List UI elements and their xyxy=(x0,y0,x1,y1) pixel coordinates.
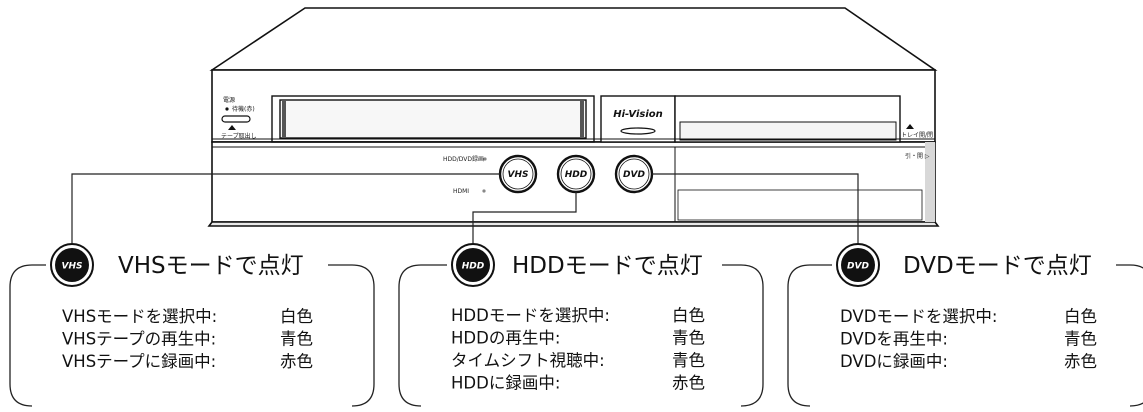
panel-frame xyxy=(398,264,764,407)
hdd-mode-icon: HDD xyxy=(451,243,495,287)
panel-frame xyxy=(787,264,1143,407)
panel-title: VHSモードで点灯 xyxy=(118,253,304,279)
status-row-value: 白色 xyxy=(1064,307,1097,326)
front-lid xyxy=(677,189,923,221)
tray-eject-icon[interactable] xyxy=(906,124,914,129)
status-row-label: HDDの再生中: xyxy=(451,329,560,348)
status-row-label: HDDモードを選択中: xyxy=(451,306,610,325)
vhs-mode-button[interactable]: VHS xyxy=(498,154,538,194)
vhs-slot-left-hinge xyxy=(282,101,286,137)
status-row-label: DVDを再生中: xyxy=(840,330,948,349)
status-row-value: 赤色 xyxy=(672,374,705,393)
vhs-leader-line xyxy=(71,173,500,243)
vhs-slot-right-hinge xyxy=(580,101,584,137)
panel-title: DVDモードで点灯 xyxy=(903,253,1092,279)
status-row-value: 赤色 xyxy=(280,352,313,371)
status-row-label: DVDモードを選択中: xyxy=(840,307,997,326)
mode-buttons: VHS HDD DVD xyxy=(498,154,654,194)
panel-frame xyxy=(9,264,375,407)
vhs-mode-button-label: VHS xyxy=(508,170,529,180)
vhs-slot-door xyxy=(279,99,587,139)
status-row-value: 赤色 xyxy=(1064,352,1097,371)
brand-block: Hi-Vision xyxy=(600,95,676,143)
status-row-value: 白色 xyxy=(280,307,313,326)
hdd-dvd-switch-label: HDD/DVD録画 xyxy=(443,155,484,163)
power-button[interactable] xyxy=(221,115,251,123)
status-row: DVDに録画中: 赤色 xyxy=(840,352,1097,371)
mode-icon-label: DVD xyxy=(847,262,869,272)
status-row: DVDを再生中: 青色 xyxy=(840,330,1097,349)
status-row-value: 青色 xyxy=(1064,330,1097,349)
status-row: HDDモードを選択中: 白色 xyxy=(451,306,705,325)
status-row-value: 白色 xyxy=(672,306,705,325)
dvd-tray: トレイ開/閉 xyxy=(674,95,933,143)
hdd-leader-line xyxy=(472,192,577,243)
status-row-label: VHSテープの再生中: xyxy=(62,330,216,349)
dvd-leader-line xyxy=(652,173,859,243)
status-row-value: 青色 xyxy=(280,330,313,349)
lower-panel-details: HDD/DVD録画 HDMI 引・開 ▷ xyxy=(212,146,930,222)
vhs-slot-frame xyxy=(271,95,595,143)
tape-eject-icon[interactable] xyxy=(228,125,236,130)
brand-label: Hi-Vision xyxy=(613,109,663,120)
disc-logo-icon xyxy=(620,127,656,135)
status-row: HDDに録画中: 赤色 xyxy=(451,374,705,393)
standby-label: 待機(赤) xyxy=(232,105,255,113)
power-area: 電源 待機(赤) テープ取出し xyxy=(221,96,257,140)
panel-title: HDDモードで点灯 xyxy=(512,253,703,279)
dvd-mode-icon: DVD xyxy=(836,243,880,287)
dvd-mode-button[interactable]: DVD xyxy=(614,154,654,194)
dvd-tray-face xyxy=(679,121,897,141)
vhs-slot xyxy=(271,95,595,143)
vhs-mode-icon: VHS xyxy=(50,243,94,287)
tape-eject-label: テープ取出し xyxy=(221,132,257,140)
status-row: VHSテープの再生中: 青色 xyxy=(62,330,313,349)
status-row: VHSテープに録画中: 赤色 xyxy=(62,352,313,371)
status-row: HDDの再生中: 青色 xyxy=(451,329,705,348)
tray-label: トレイ開/閉 xyxy=(901,132,933,139)
leader-lines xyxy=(71,173,859,243)
mode-icon-label: VHS xyxy=(62,262,83,272)
mode-icon-label: HDD xyxy=(462,262,485,272)
hdd-mode-button-label: HDD xyxy=(565,170,588,180)
hdd-mode-button[interactable]: HDD xyxy=(556,154,596,194)
status-row: DVDモードを選択中: 白色 xyxy=(840,307,1097,326)
hdmi-label: HDMI xyxy=(453,188,469,195)
hdmi-led xyxy=(482,189,486,193)
standby-led xyxy=(225,107,229,111)
status-row-label: VHSテープに録画中: xyxy=(62,352,216,371)
status-row: タイムシフト視聴中: 青色 xyxy=(451,351,705,370)
right-small-label: 引・開 ▷ xyxy=(905,152,930,160)
device-base xyxy=(207,221,940,227)
dvd-mode-button-label: DVD xyxy=(623,170,645,180)
status-row: VHSモードを選択中: 白色 xyxy=(62,307,313,326)
status-row-label: HDDに録画中: xyxy=(451,374,560,393)
status-row-value: 青色 xyxy=(672,329,705,348)
status-row-label: VHSモードを選択中: xyxy=(62,307,217,326)
status-row-label: タイムシフト視聴中: xyxy=(451,351,605,370)
device-right-edge xyxy=(925,142,935,222)
power-label: 電源 xyxy=(223,96,235,104)
status-row-label: DVDに録画中: xyxy=(840,352,948,371)
hdd-dvd-switch-led xyxy=(483,157,487,161)
device-top-surface xyxy=(209,7,938,71)
panel-dvd: DVD DVDモードで点灯 DVDモードを選択中: 白色 DVDを再生中: 青色 DVDに録… xyxy=(787,243,1143,407)
status-row-value: 青色 xyxy=(672,351,705,370)
